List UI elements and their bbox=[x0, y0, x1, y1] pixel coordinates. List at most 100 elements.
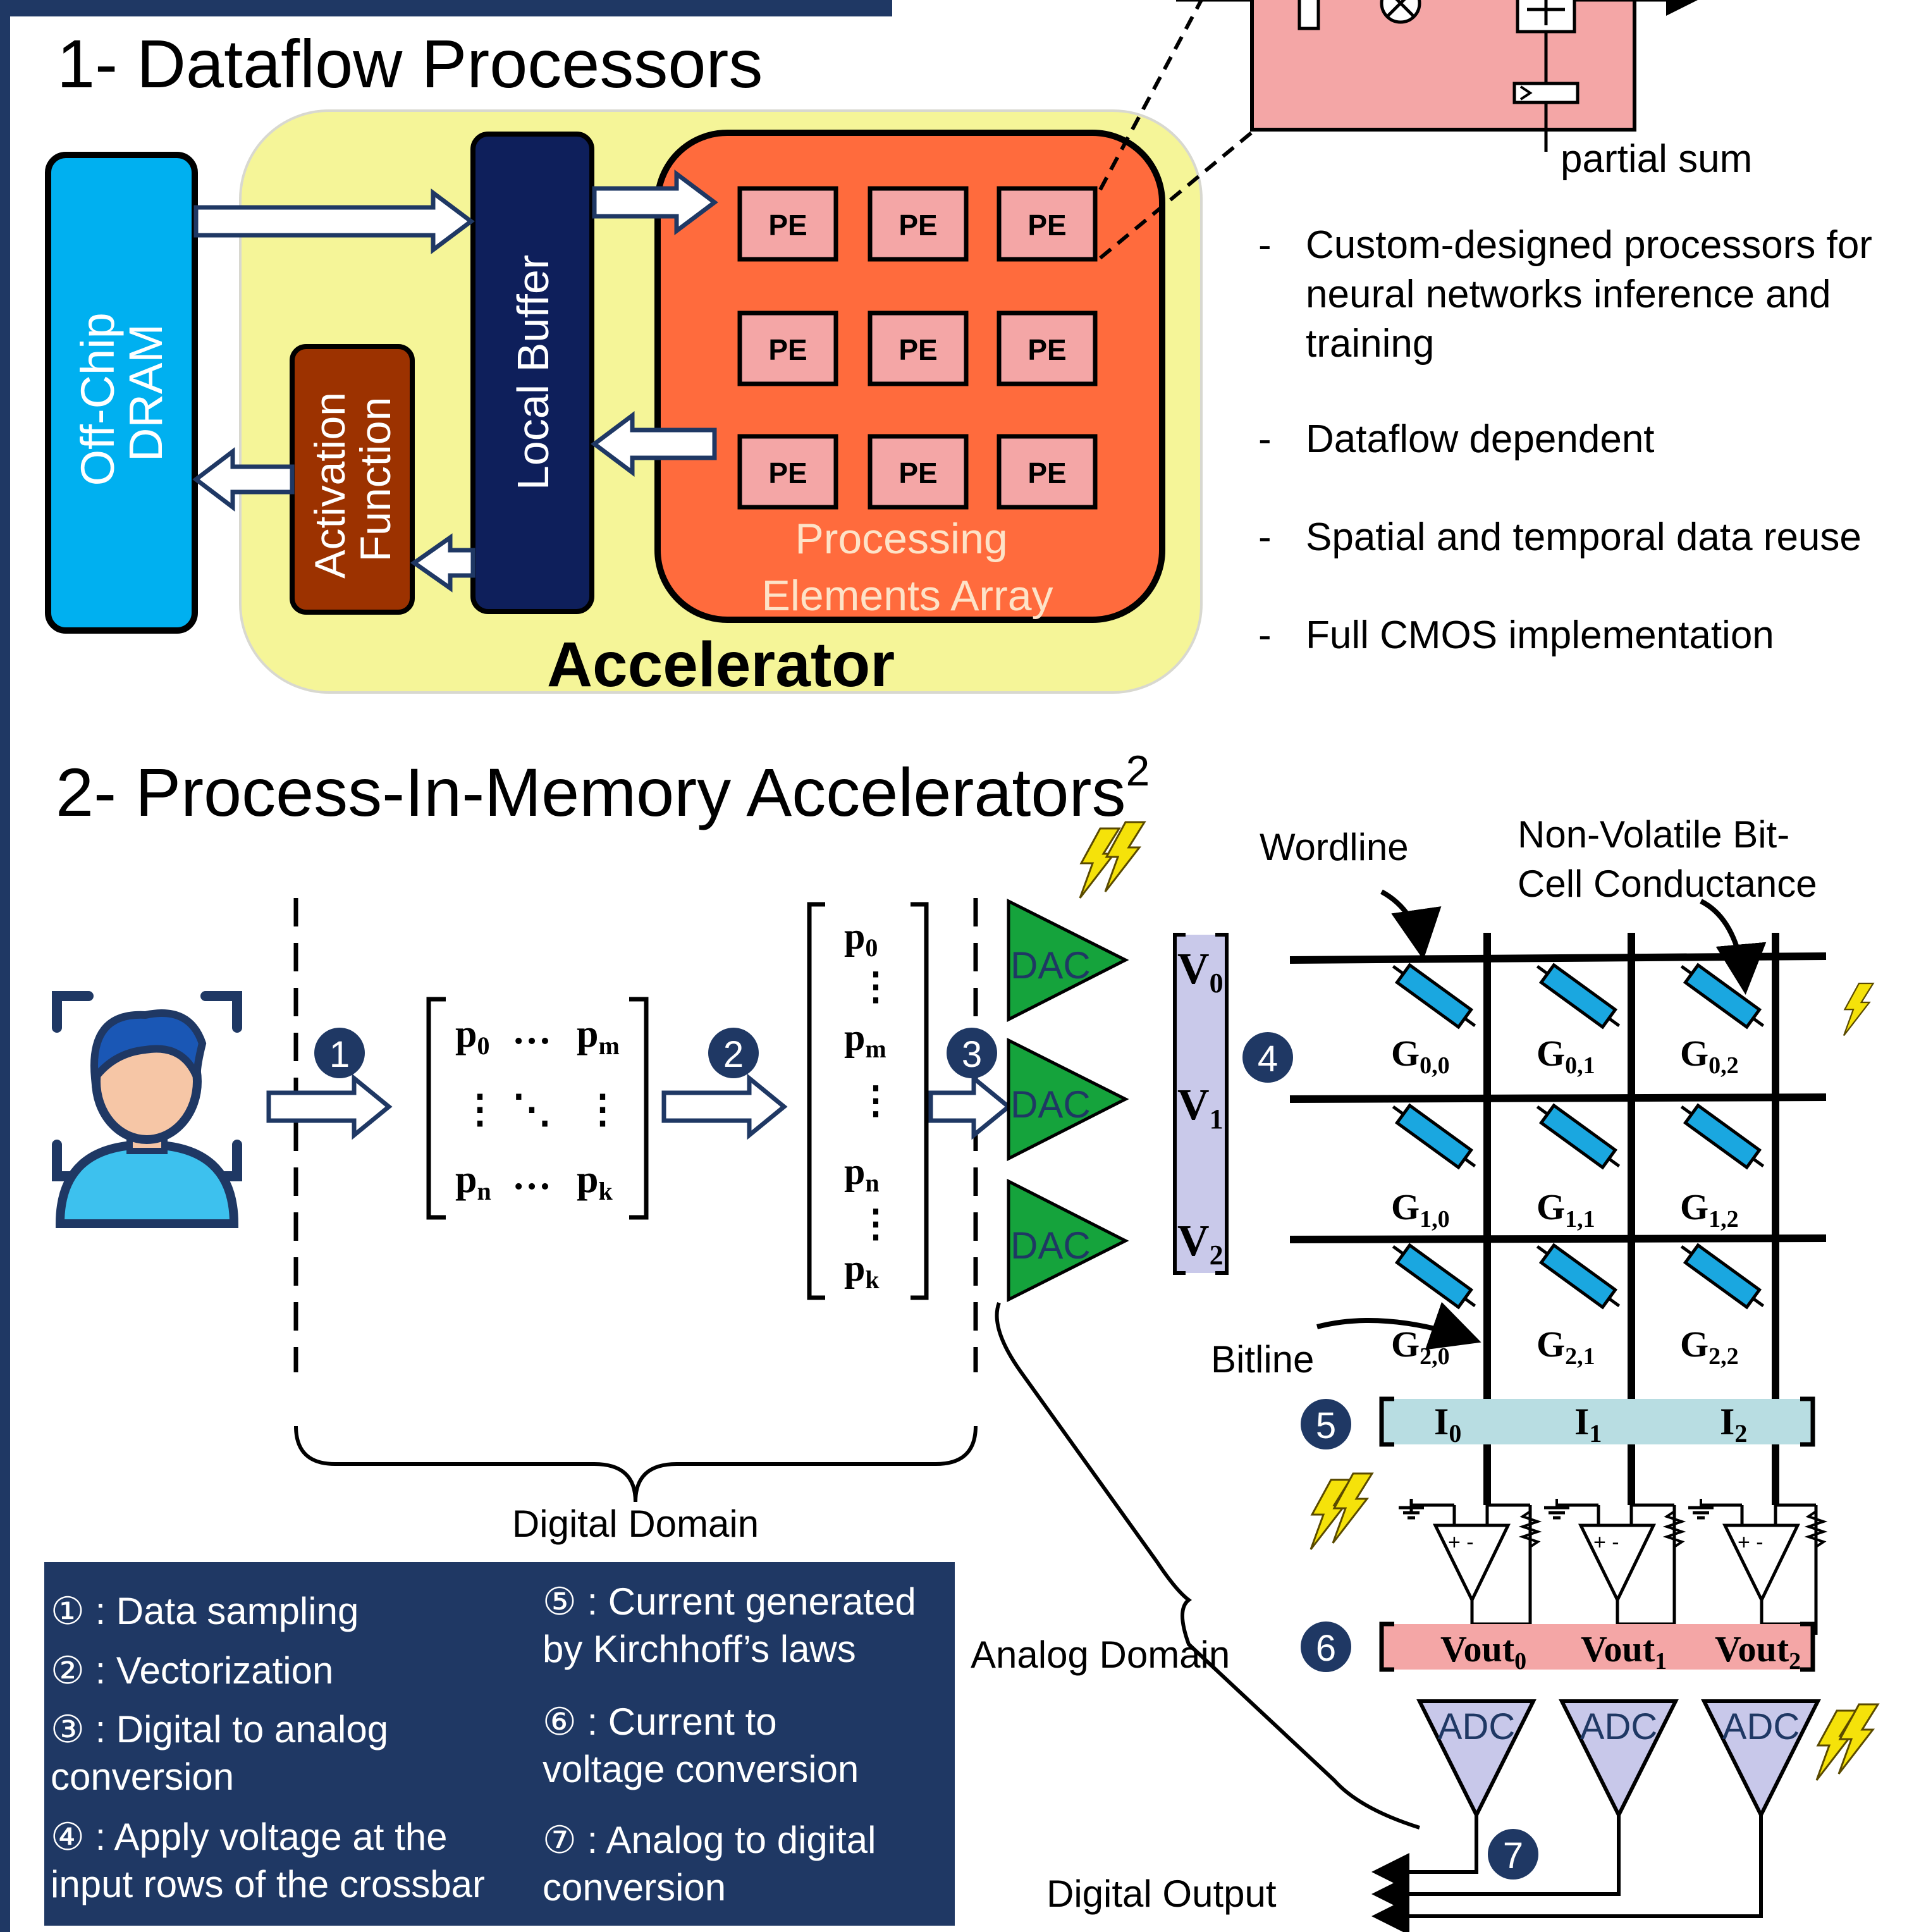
adc-label: ADC bbox=[1438, 1706, 1515, 1747]
opamp-icon bbox=[1722, 1523, 1800, 1604]
arrow-sampling bbox=[266, 1073, 393, 1140]
bullet-dash: - bbox=[1258, 515, 1272, 559]
wordline-wire bbox=[1289, 952, 1827, 964]
analog-domain-brace bbox=[995, 1301, 1420, 1830]
current-label: I1 bbox=[1574, 1401, 1602, 1448]
bullet-dash: - bbox=[1258, 417, 1272, 461]
vout-label: Vout1 bbox=[1581, 1628, 1667, 1675]
matrix-entry: … bbox=[512, 1009, 551, 1052]
step-number: 6 bbox=[1316, 1628, 1336, 1669]
vector-entry: ⋮ bbox=[857, 966, 895, 1007]
pe-label: PE bbox=[899, 333, 937, 366]
multiplier-icon bbox=[1380, 0, 1421, 24]
matrix-entry: ⋱ bbox=[512, 1088, 551, 1131]
conductance-label: G2,1 bbox=[1537, 1324, 1595, 1370]
pe-cell: PE bbox=[737, 434, 838, 510]
pe-cell: PE bbox=[997, 311, 1098, 386]
vout-label: Vout0 bbox=[1440, 1628, 1526, 1675]
legend-item-6: ⑥ : Current to voltage conversion bbox=[543, 1701, 859, 1790]
memristor-cells bbox=[1392, 963, 1765, 1310]
memristor-icon bbox=[1536, 1243, 1621, 1310]
accumulator-register bbox=[1512, 82, 1579, 104]
nv-cell-label: Non-Volatile Bit- Cell Conductance bbox=[1518, 813, 1817, 905]
accelerator-label: Accelerator bbox=[547, 629, 895, 700]
dram-label-line1: Off-Chip bbox=[71, 312, 124, 486]
pe-cell: PE bbox=[737, 186, 838, 262]
bitline-label: Bitline bbox=[1211, 1338, 1314, 1381]
legend-item-4: ④ : Apply voltage at the input rows of t… bbox=[51, 1816, 485, 1905]
arrow-buffer-to-activation bbox=[410, 533, 475, 593]
opamp-icon bbox=[1432, 1523, 1511, 1604]
vector-entry: p0 bbox=[844, 915, 878, 962]
pe-cell: PE bbox=[868, 186, 969, 262]
pe-detail-box bbox=[1176, 0, 1698, 152]
matrix-entry: ⋮ bbox=[583, 1088, 622, 1131]
conductance-label: G2,2 bbox=[1680, 1324, 1739, 1370]
input-matrix: p0 … pm ⋮ ⋱ ⋮ pn … pk bbox=[426, 997, 649, 1220]
voltage-label: V2 bbox=[1177, 1217, 1224, 1271]
memristor-icon bbox=[1536, 1103, 1621, 1170]
pe-grid: PE PE PE PE PE PE PE PE PE bbox=[737, 186, 1098, 510]
bullet-text: Spatial and temporal data reuse bbox=[1306, 515, 1862, 559]
current-vector: I0 I1 I2 bbox=[1379, 1396, 1815, 1448]
pe-array-label: Processing Elements Array bbox=[761, 515, 1053, 620]
analog-domain-label: Analog Domain bbox=[971, 1634, 1230, 1676]
pe-cell: PE bbox=[997, 186, 1098, 262]
bullet-dash: - bbox=[1258, 613, 1272, 657]
wordline-wire bbox=[1289, 1234, 1827, 1243]
transimpedance-stages: + - + - + - bbox=[1399, 1499, 1828, 1635]
digital-output-label: Digital Output bbox=[1046, 1873, 1277, 1915]
arrow-activation-to-dram bbox=[192, 446, 295, 512]
pe-label: PE bbox=[768, 209, 807, 242]
conductance-label: G1,1 bbox=[1537, 1186, 1595, 1233]
arrow-dac-input bbox=[928, 1073, 1012, 1140]
vout-vector: Vout0 Vout1 Vout2 bbox=[1379, 1621, 1815, 1675]
current-label: I2 bbox=[1720, 1401, 1747, 1448]
bullet-line: training bbox=[1306, 322, 1434, 366]
bullet-line: neural networks inference and bbox=[1306, 273, 1831, 316]
conductance-label: G2,0 bbox=[1391, 1324, 1450, 1370]
memristor-icon bbox=[1392, 963, 1476, 1030]
step-number: 2 bbox=[723, 1034, 744, 1075]
dram-block bbox=[45, 152, 198, 634]
wordline-pointer bbox=[1380, 889, 1442, 960]
step-number: 3 bbox=[962, 1034, 982, 1075]
legend-item-5: ⑤ : Current generated by Kirchhoff’s law… bbox=[543, 1580, 926, 1670]
pe-cell: PE bbox=[737, 311, 838, 386]
feature-bullets: - Custom-designed processors for neural … bbox=[1258, 223, 1883, 657]
step-number: 4 bbox=[1258, 1038, 1278, 1080]
step-badge-1: 1 bbox=[314, 1028, 365, 1078]
local-buffer-label: Local Buffer bbox=[508, 255, 558, 490]
legend-item-3: ③ : Digital to analog conversion bbox=[51, 1708, 399, 1798]
dac-label: DAC bbox=[1010, 944, 1091, 987]
nv-cell-pointer bbox=[1700, 899, 1767, 995]
step-badge-3: 3 bbox=[947, 1028, 997, 1078]
pe-label: PE bbox=[1027, 457, 1066, 489]
memristor-icon bbox=[1536, 963, 1621, 1030]
adc-label: ADC bbox=[1722, 1706, 1800, 1747]
opamp-sign: + - bbox=[1448, 1530, 1474, 1554]
zoom-line-bottom bbox=[1099, 128, 1256, 260]
memristor-icon bbox=[1392, 1103, 1476, 1170]
arrow-pe-to-buffer bbox=[591, 411, 717, 477]
lightning-bolt-icon bbox=[1843, 982, 1874, 1037]
zoom-line-top bbox=[1098, 0, 1203, 191]
dac-block: DAC bbox=[1007, 1178, 1129, 1303]
voltage-label: V1 bbox=[1177, 1081, 1224, 1135]
step-badge-7: 7 bbox=[1488, 1829, 1538, 1880]
adc-block: ADC bbox=[1416, 1699, 1537, 1819]
pe-cell: PE bbox=[868, 311, 969, 386]
adc-block: ADC bbox=[1701, 1699, 1821, 1819]
step-badge-2: 2 bbox=[708, 1028, 759, 1078]
ground-icon bbox=[1544, 1499, 1569, 1518]
arrow-vectorization bbox=[661, 1073, 788, 1140]
pe-array-label-line1: Processing bbox=[795, 515, 1007, 563]
legend-item-2: ② : Vectorization bbox=[51, 1649, 333, 1692]
bitline-pointer bbox=[1316, 1301, 1481, 1350]
nv-cell-label-line1: Non-Volatile Bit- bbox=[1518, 813, 1789, 856]
pe-label: PE bbox=[768, 333, 807, 366]
bullet-text: Custom-designed processors for neural ne… bbox=[1306, 223, 1883, 366]
activation-label: Activation Function bbox=[306, 380, 400, 579]
matrix-entry: … bbox=[512, 1155, 551, 1198]
page-left-border bbox=[0, 0, 10, 1932]
